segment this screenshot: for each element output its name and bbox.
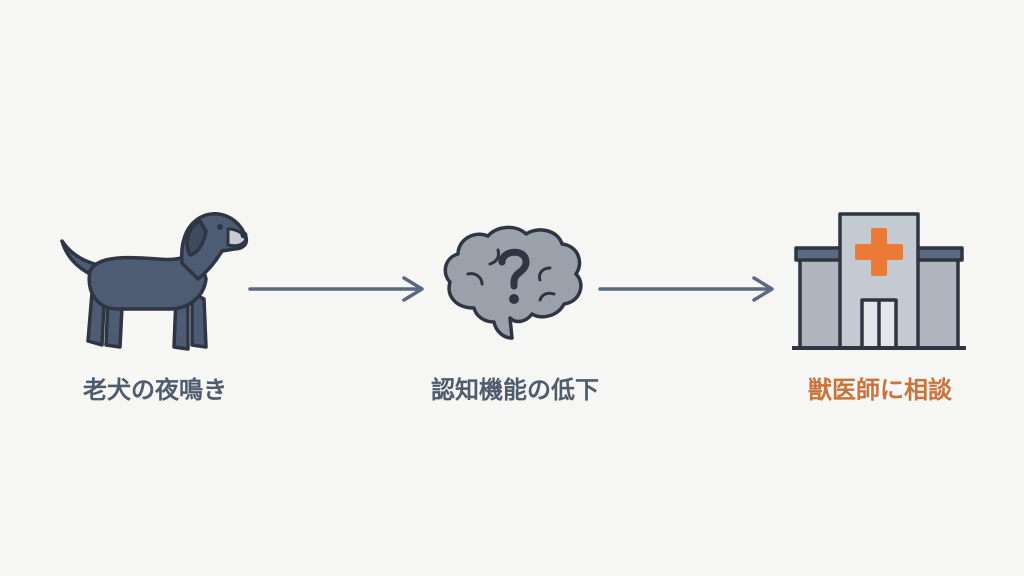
hospital-icon <box>790 208 968 360</box>
step-label-senior-dog-night-crying: 老犬の夜鳴き <box>83 376 227 404</box>
step-label-cognitive-decline: 認知機能の低下 <box>431 376 599 404</box>
dog-icon <box>58 205 252 361</box>
flow-arrow <box>246 274 430 304</box>
step-label-consult-veterinarian: 獣医師に相談 <box>808 376 952 404</box>
brain-question-icon <box>438 222 588 352</box>
flow-arrow <box>596 274 780 304</box>
